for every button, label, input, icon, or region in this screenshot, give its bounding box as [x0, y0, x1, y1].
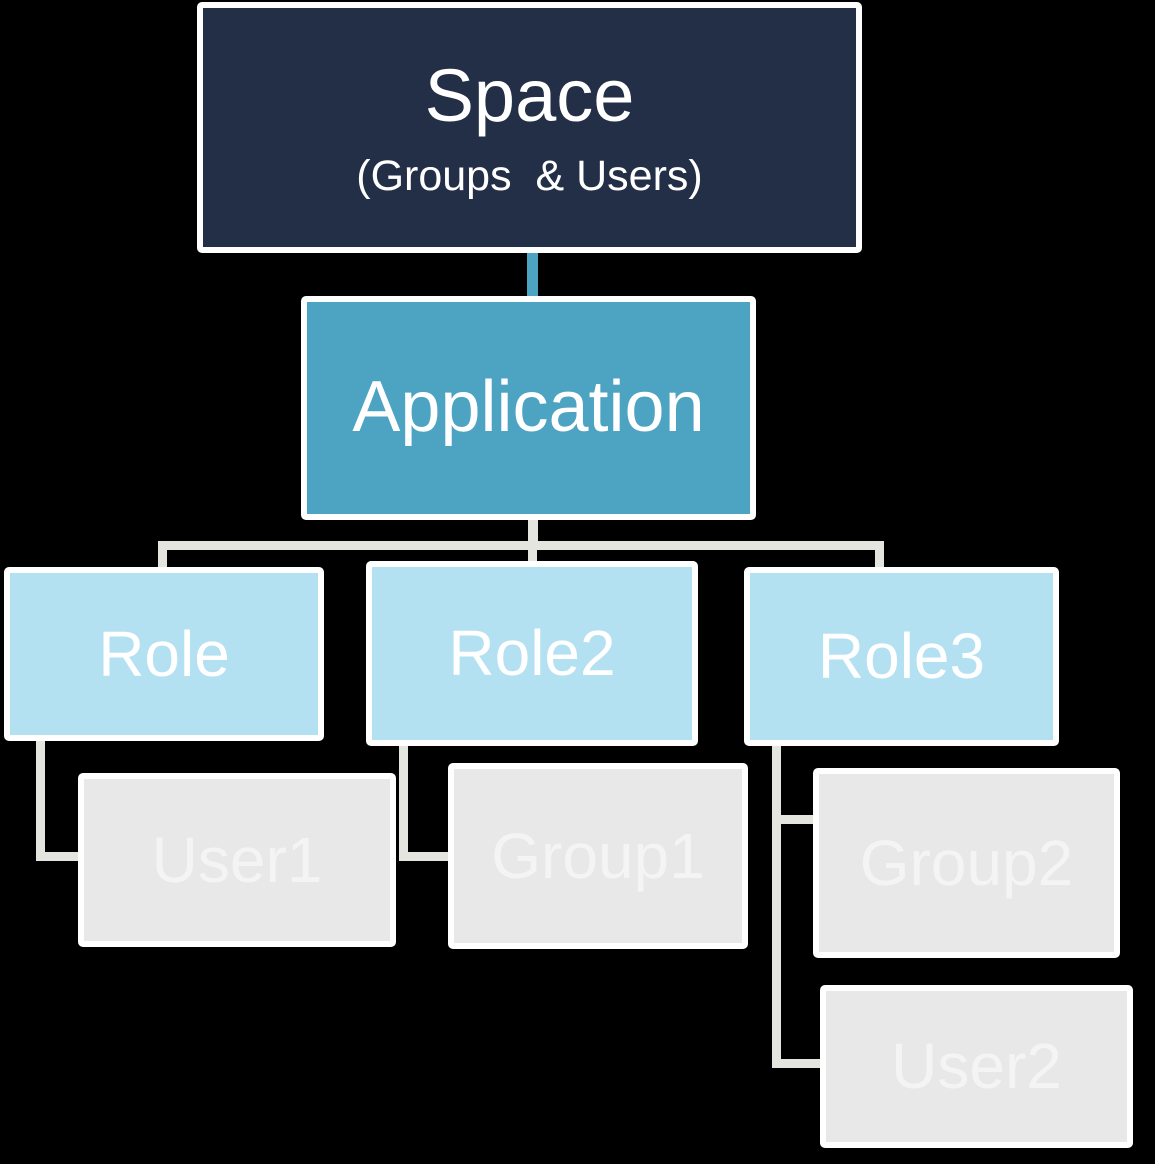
- node-role2-label: Role2: [448, 617, 616, 690]
- node-group2: Group2: [813, 768, 1120, 958]
- connector-role1-user1-horizontal: [36, 852, 88, 861]
- node-application-label: Application: [352, 367, 705, 448]
- connector-role2-group1-vertical: [399, 740, 408, 861]
- node-role: Role: [4, 567, 324, 741]
- node-role3-label: Role3: [817, 620, 986, 693]
- node-space: Space (Groups & Users): [197, 2, 862, 253]
- connector-role2-group1-horizontal: [399, 852, 456, 861]
- connector-application-stem: [528, 516, 538, 546]
- connector-space-application: [527, 250, 538, 300]
- node-role-label: Role: [98, 617, 230, 690]
- node-user1-label: User1: [151, 823, 323, 896]
- connector-drop-role2: [528, 541, 537, 567]
- connector-role3-user2-horizontal: [772, 1059, 830, 1068]
- connector-role3-children-vertical: [772, 740, 781, 1068]
- connector-roles-horizontal-bar: [158, 541, 884, 550]
- node-space-sublabel: (Groups & Users): [356, 151, 703, 200]
- node-application: Application: [301, 296, 756, 520]
- connector-role1-user1-vertical: [36, 733, 45, 861]
- node-user2-label: User2: [891, 1030, 1062, 1103]
- node-role2: Role2: [366, 561, 698, 746]
- connector-role3-group2-horizontal: [772, 815, 824, 824]
- node-user1: User1: [78, 773, 396, 947]
- node-group1-label: Group1: [491, 819, 705, 892]
- connector-drop-role1: [158, 541, 167, 571]
- node-space-label: Space: [424, 54, 635, 138]
- node-group2-label: Group2: [859, 826, 1074, 899]
- node-role3: Role3: [744, 567, 1059, 746]
- node-user2: User2: [820, 985, 1133, 1148]
- connector-drop-role3: [875, 541, 884, 571]
- node-group1: Group1: [448, 763, 748, 949]
